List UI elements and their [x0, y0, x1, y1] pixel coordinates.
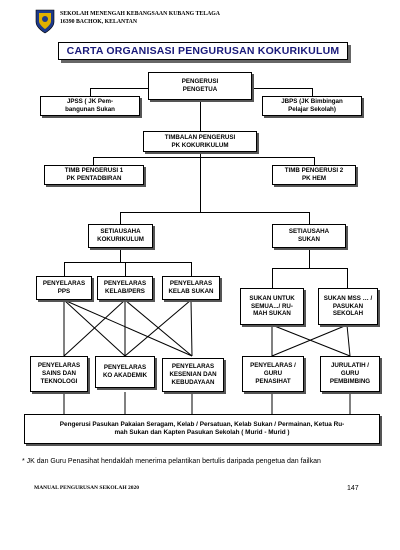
page-title: CARTA ORGANISASI PENGURUSAN KOKURIKULUM [58, 42, 348, 60]
node-timb-pengerusi-2: TIMB PENGERUSI 2 PK HEM [272, 165, 356, 185]
school-logo [34, 8, 56, 34]
node-jurulatih: JURULATIH / GURU PEMBIMBING [320, 356, 380, 392]
node-penyelaras-kesenian: PENYELARAS KESENIAN DAN KEBUDAYAAN [162, 358, 224, 392]
node-penyelaras-kelab-pers: PENYELARAS KELAB/PERS [97, 276, 153, 300]
node-penyelaras-ko-akademik: PENYELARAS KO AKADEMIK [95, 356, 155, 388]
node-sukan-untuk-semua: SUKAN UNTUK SEMUA.../ RU- MAH SUKAN [240, 288, 304, 325]
node-setiausaha-sukan: SETIAUSAHA SUKAN [272, 224, 346, 248]
node-sukan-mss: SUKAN MSS … / PASUKAN SEKOLAH [318, 288, 378, 325]
node-timbalan: TIMBALAN PENGERUSI PK KOKURIKULUM [143, 131, 257, 152]
node-penyelaras-sains: PENYELARAS SAINS DAN TEKNOLOGI [30, 356, 88, 392]
node-penyelaras-kelab-sukan: PENYELARAS KELAB SUKAN [162, 276, 220, 300]
node-pengerusi: PENGERUSI PENGETUA [148, 72, 252, 100]
node-guru-penasihat: PENYELARAS / GURU PENASIHAT [242, 356, 304, 392]
school-header: SEKOLAH MENENGAH KEBANGSAAN KUBANG TELAG… [60, 11, 260, 27]
footnote: * JK dan Guru Penasihat hendaklah meneri… [22, 458, 321, 465]
school-name: SEKOLAH MENENGAH KEBANGSAAN KUBANG TELAG… [60, 11, 220, 17]
node-jbps: JBPS (JK Bimbingan Pelajar Sekolah) [262, 96, 362, 116]
node-timb-pengerusi-1: TIMB PENGERUSI 1 PK PENTADBIRAN [44, 165, 144, 185]
node-jpss: JPSS ( JK Pem- bangunan Sukan [40, 96, 140, 116]
school-address: 16390 BACHOK, KELANTAN [60, 18, 138, 25]
node-pengerusi-pasukan: Pengerusi Pasukan Pakaian Seragam, Kelab… [24, 414, 380, 444]
node-setiausaha-kokurikulum: SETIAUSAHA KOKURIKULUM [88, 224, 153, 248]
page-number: 147 [347, 485, 359, 492]
node-penyelaras-pps: PENYELARAS PPS [36, 276, 92, 300]
footer-manual: MANUAL PENGURUSAN SEKOLAH 2020 [34, 485, 139, 491]
